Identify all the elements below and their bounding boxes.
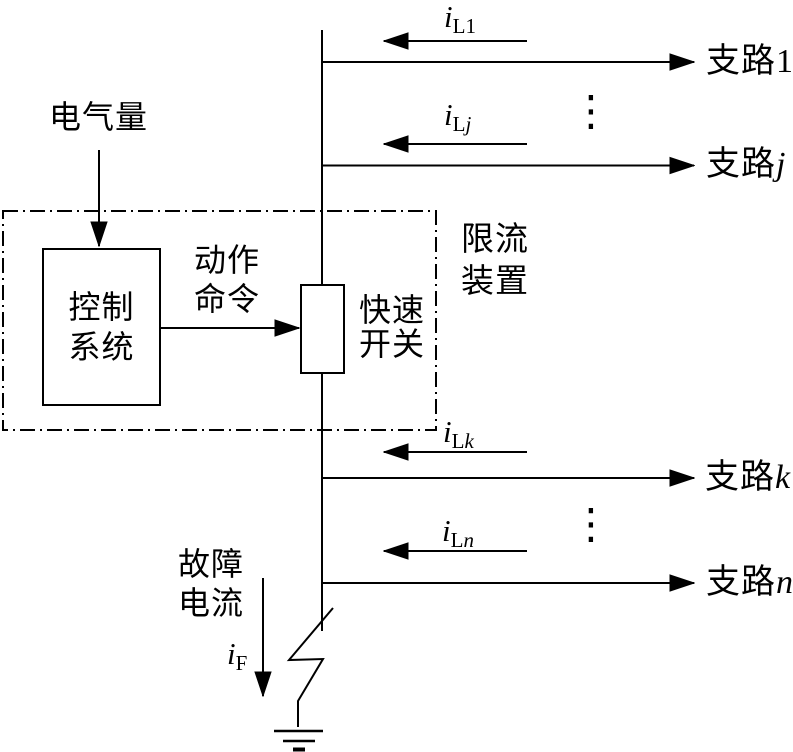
fast-switch-line1: 快速	[358, 292, 425, 328]
current-limiter-label: 限流 装置	[454, 219, 536, 303]
fault-current-line2: 电流	[177, 585, 244, 621]
fault-lightning-icon	[286, 607, 334, 727]
fault-current-symbol: iF	[227, 636, 247, 674]
fault-current-line1: 故障	[177, 546, 244, 582]
current-limiter-line2: 装置	[461, 264, 529, 300]
limiter-boundary-box	[2, 210, 437, 431]
action-command-label: 动作 命令	[188, 241, 266, 319]
current-iLk-symbol: i	[443, 414, 452, 449]
current-iLj-sub-index: j	[465, 112, 472, 136]
ground-icon	[274, 729, 323, 752]
control-system-line1: 控制	[68, 289, 135, 325]
action-command-line1: 动作	[193, 242, 260, 278]
fast-switch-box	[300, 284, 345, 374]
current-iLk-sub-index: k	[464, 429, 474, 453]
control-system-label: 控制 系统	[43, 249, 160, 405]
current-label-iL1: iL1	[444, 0, 476, 37]
current-iLk-sub-prefix: L	[451, 429, 465, 453]
branch-label-n-text: 支路	[706, 564, 776, 601]
control-system-line2: 系统	[68, 329, 135, 365]
fault-current-symbol-i: i	[227, 636, 236, 671]
branch-label-1-index: 1	[776, 43, 793, 80]
current-label-iLn: iLn	[442, 513, 474, 551]
branch-label-j-index: j	[776, 146, 787, 183]
current-label-iLk: iLk	[443, 414, 474, 452]
current-iLj-symbol: i	[444, 97, 453, 132]
current-limiter-line1: 限流	[461, 222, 529, 258]
branch-label-1: 支路1	[706, 45, 793, 79]
current-iLn-sub-index: n	[463, 528, 474, 552]
branch-label-n-index: n	[776, 564, 793, 601]
fast-switch-line2: 开关	[358, 326, 425, 362]
current-label-iLj: iLj	[444, 97, 471, 135]
current-iL1-sub-prefix: L	[452, 14, 466, 38]
branch-label-1-text: 支路	[706, 43, 776, 80]
control-system-box	[42, 248, 161, 406]
fault-current-symbol-sub: F	[235, 651, 248, 675]
current-iLj-sub-prefix: L	[452, 112, 466, 136]
branch-label-j: 支路j	[706, 148, 786, 182]
fault-current-label: 故障 电流	[172, 545, 250, 623]
branch-label-n: 支路n	[706, 566, 793, 600]
branch-label-k-text: 支路	[705, 459, 775, 496]
current-iL1-symbol: i	[444, 0, 453, 34]
vertical-ellipsis-icon: ⋮	[570, 86, 612, 135]
fast-switch-label: 快速 开关	[352, 293, 432, 361]
branch-label-k: 支路k	[705, 461, 791, 495]
current-iL1-sub-index: 1	[465, 14, 476, 38]
electrical-quantity-label: 电气量	[49, 99, 149, 135]
action-command-line2: 命令	[193, 281, 260, 317]
vertical-ellipsis-icon: ⋮	[570, 499, 612, 548]
branch-label-j-text: 支路	[706, 146, 776, 183]
current-iLn-sub-prefix: L	[450, 528, 464, 552]
current-iLn-symbol: i	[442, 513, 451, 548]
branch-label-k-index: k	[775, 459, 792, 496]
